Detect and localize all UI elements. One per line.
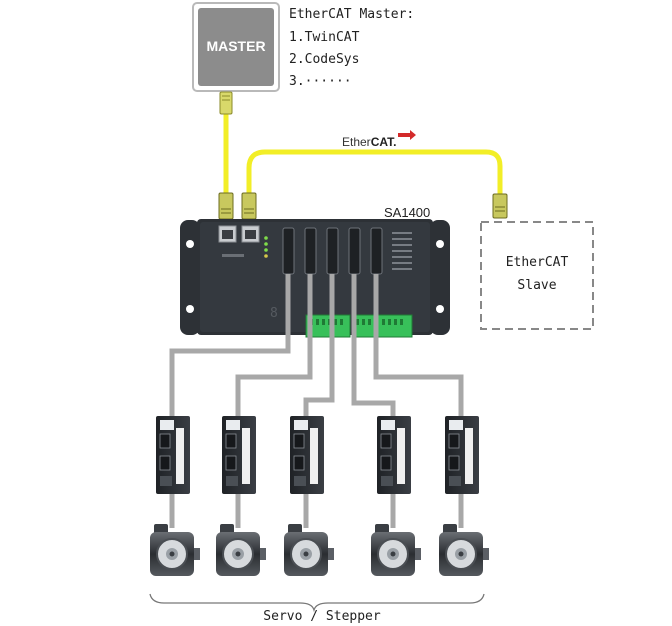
master-device: MASTER — [192, 2, 280, 92]
controller-model: SA1400 — [384, 205, 430, 220]
servo-drive-1 — [156, 416, 190, 494]
svg-text:EtherCAT.: EtherCAT. — [342, 135, 396, 149]
signal-cables — [169, 274, 464, 418]
motor-2 — [216, 524, 266, 576]
drives-row — [150, 416, 489, 576]
master-option-1: 1.TwinCAT — [289, 30, 360, 45]
ethernet-cables — [223, 112, 503, 198]
ethercat-slave-box: EtherCAT Slave — [480, 221, 594, 330]
master-label: MASTER — [206, 38, 265, 54]
master-option-3: 3.······ — [289, 74, 352, 89]
motor-4 — [371, 524, 421, 576]
logo-prefix: Ether — [342, 135, 371, 149]
rj45-connector-ctrl-1 — [218, 192, 234, 220]
servo-stepper-label: Servo / Stepper — [263, 609, 381, 624]
bottom-brace — [149, 593, 485, 613]
rj45-connector-ctrl-2 — [241, 192, 257, 220]
servo-drive-2 — [222, 416, 256, 494]
master-option-2: 2.CodeSys — [289, 52, 359, 67]
servo-drive-4 — [377, 416, 411, 494]
master-heading: EtherCAT Master: — [289, 7, 414, 22]
controller-display: 8 — [270, 306, 278, 321]
servo-drive-5 — [445, 416, 479, 494]
motor-3 — [284, 524, 334, 576]
slave-line-2: Slave — [517, 278, 556, 293]
rj45-connector-slave — [492, 193, 508, 219]
ethercat-logo: EtherCAT. — [342, 130, 416, 149]
motor-1 — [150, 524, 200, 576]
sa1400-controller: 8 — [180, 219, 450, 338]
motor-5 — [439, 524, 489, 576]
rj45-connector-master — [219, 91, 233, 115]
slave-line-1: EtherCAT — [506, 255, 569, 270]
logo-bold: CAT. — [371, 135, 397, 149]
servo-drive-3 — [290, 416, 324, 494]
